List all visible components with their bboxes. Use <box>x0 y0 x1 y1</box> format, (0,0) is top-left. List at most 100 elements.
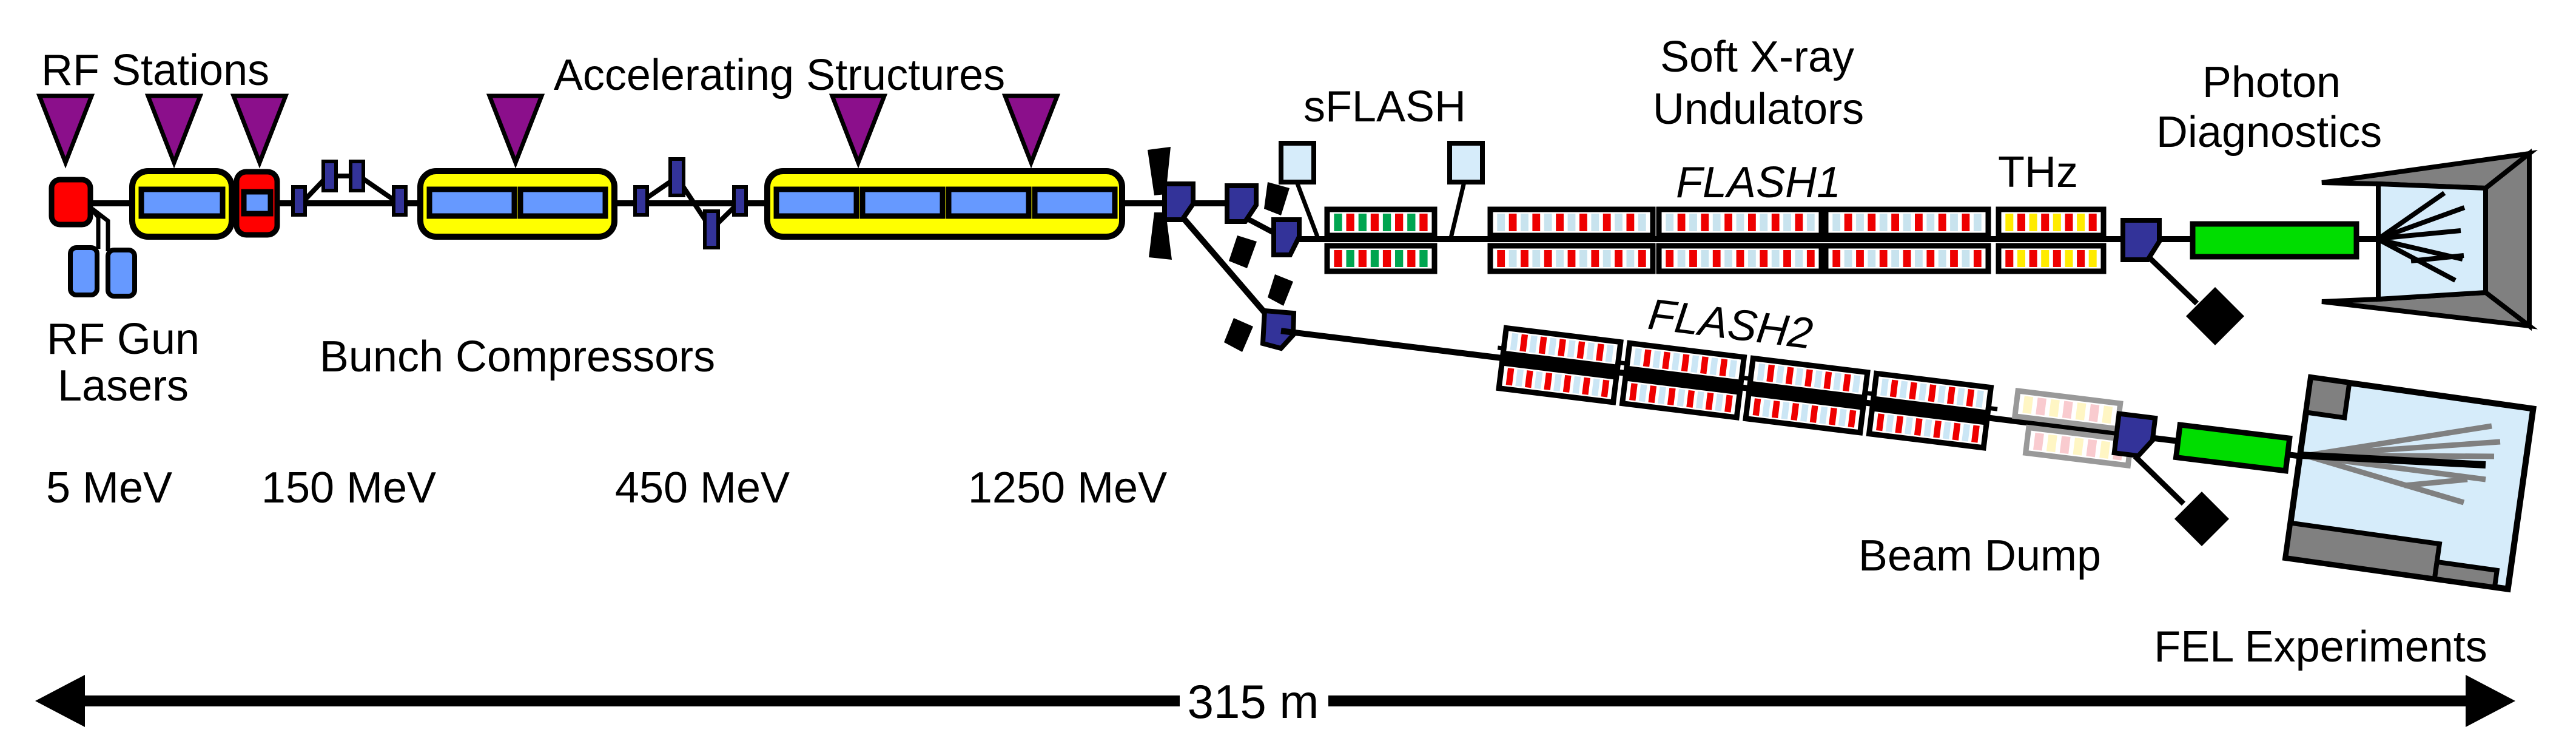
flash2-undulator-segment <box>1623 340 1747 386</box>
undulator-pole-stripe <box>1370 250 1379 267</box>
flash1-undulator-segment <box>1656 206 1824 239</box>
undulator-pole-stripe <box>1715 393 1724 411</box>
undulator-pole-stripe <box>1395 214 1404 231</box>
rf-gun <box>49 177 93 228</box>
chicane-path <box>638 174 741 234</box>
quad-magnet <box>732 185 748 217</box>
undulator-pole-stripe <box>1686 390 1695 408</box>
undulator-pole-stripe <box>1579 214 1587 231</box>
undulator-pole-stripe <box>1903 214 1911 231</box>
branch-dipoles <box>1162 181 1302 351</box>
hall-corner-block <box>2303 374 2352 421</box>
fan-line <box>2377 191 2446 241</box>
undulator-pole-stripe <box>1719 359 1728 377</box>
undulator-pole-stripe <box>1602 214 1611 231</box>
undulator-pole-stripe <box>1804 369 1813 387</box>
undulator-pole-stripe <box>1524 370 1533 388</box>
undulator-pole-stripe <box>2077 214 2085 231</box>
undulator-pole-stripe <box>1724 250 1732 267</box>
undulator-pole-stripe <box>1681 354 1690 372</box>
flash2-undulator-segment <box>1866 405 1990 451</box>
undulator-pole-stripe <box>1950 250 1958 267</box>
undulator-pole-stripe <box>1615 250 1623 267</box>
undulator-pole-stripe <box>1915 250 1923 267</box>
undulator-pole-stripe <box>1933 420 1942 438</box>
gun-laser-box <box>68 245 99 297</box>
undulator-pole-stripe <box>1724 214 1732 231</box>
undulator-pole-stripe <box>1615 214 1623 231</box>
collimator-jaw-icon <box>1268 274 1293 306</box>
flash2-undulator-segment <box>1870 370 1994 416</box>
flash2-undulator-segment <box>1743 390 1866 436</box>
undulator-pole-stripe <box>1879 250 1888 267</box>
bunch-compressor-1 <box>291 160 408 217</box>
flash1-undulator-segment <box>1656 243 1824 274</box>
undulator-pole-stripe <box>2065 214 2073 231</box>
undulator-pole-stripe <box>1643 349 1652 367</box>
undulator-pole-stripe <box>1766 364 1775 382</box>
bunch-compressors-label: Bunch Compressors <box>320 333 715 381</box>
energy-label-linac: 1250 MeV <box>968 464 1167 512</box>
undulator-pole-stripe <box>1903 250 1911 267</box>
undulator-pole-stripe <box>1791 402 1800 421</box>
undulator-pole-stripe <box>1783 214 1791 231</box>
undulator-pole-stripe <box>2073 438 2084 456</box>
undulator-pole-stripe <box>1534 371 1543 390</box>
undulator-pole-stripe <box>1748 214 1756 231</box>
photon-beam-fan <box>2377 191 2466 283</box>
module-cavity <box>859 186 946 219</box>
undulator-pole-stripe <box>1712 214 1721 231</box>
undulator-pole-stripe <box>1544 250 1552 267</box>
undulator-pole-stripe <box>1914 418 1923 436</box>
undulator-pole-stripe <box>2029 250 2037 267</box>
module-cavity <box>773 186 859 219</box>
undulator-pole-stripe <box>1521 214 1528 231</box>
dipole-magnet <box>2120 218 2162 262</box>
laser-feed-line <box>90 207 110 251</box>
undulator-pole-stripe <box>1529 335 1538 353</box>
undulator-pole-stripe <box>1800 404 1809 422</box>
undulator-pole-stripe <box>1962 250 1970 267</box>
undulator-pole-stripe <box>1795 368 1804 386</box>
hall-face <box>2376 181 2488 302</box>
energy-label-gun: 5 MeV <box>46 464 172 512</box>
undulator-pole-stripe <box>1918 383 1927 401</box>
undulator-pole-stripe <box>2102 405 2113 424</box>
beam-dump-icon <box>2174 492 2229 546</box>
undulator-pole-stripe <box>1515 369 1524 387</box>
undulator-pole-stripe <box>1856 250 1864 267</box>
undulator-pole-stripe <box>1596 343 1604 362</box>
undulator-pole-stripe <box>1926 250 1935 267</box>
undulator-pole-stripe <box>1582 377 1590 395</box>
third-harmonic-module <box>234 169 280 238</box>
undulator-pole-stripe <box>1781 402 1790 420</box>
flash1-undulator-segment <box>1823 206 1991 239</box>
rf-gun-lasers-label-line1: RF Gun <box>47 315 200 364</box>
undulator-pole-stripe <box>1829 407 1837 425</box>
undulator-pole-stripe <box>1915 214 1923 231</box>
module-cavity <box>517 186 608 219</box>
undulator-pole-stripe <box>1952 422 1961 441</box>
undulator-pole-stripe <box>1814 370 1823 388</box>
flash1-label: FLASH1 <box>1676 158 1841 207</box>
rf-station-marker-icon <box>36 93 95 169</box>
undulator-pole-stripe <box>1928 384 1937 402</box>
dipole-magnet <box>1225 183 1259 224</box>
injector <box>49 177 137 299</box>
undulator-pole-stripe <box>1956 388 1965 406</box>
undulator-pole-stripe <box>2005 214 2014 231</box>
undulator-pole-stripe <box>2017 250 2025 267</box>
undulator-pole-stripe <box>2049 399 2060 418</box>
undulator-pole-stripe <box>1885 414 1894 433</box>
collimator-jaw-icon <box>1264 182 1290 215</box>
undulator-pole-stripe <box>1690 355 1700 373</box>
undulator-pole-stripe <box>1334 250 1342 267</box>
thz-undulator-upper <box>1996 206 2107 239</box>
undulator-pole-stripe <box>1852 374 1861 393</box>
undulator-pole-stripe <box>1809 405 1818 423</box>
labels: RF Stations Accelerating Structures sFLA… <box>41 33 2487 728</box>
undulator-pole-stripe <box>1346 250 1354 267</box>
undulator-pole-stripe <box>1689 214 1697 231</box>
rf-station-marker-icon <box>230 93 289 169</box>
